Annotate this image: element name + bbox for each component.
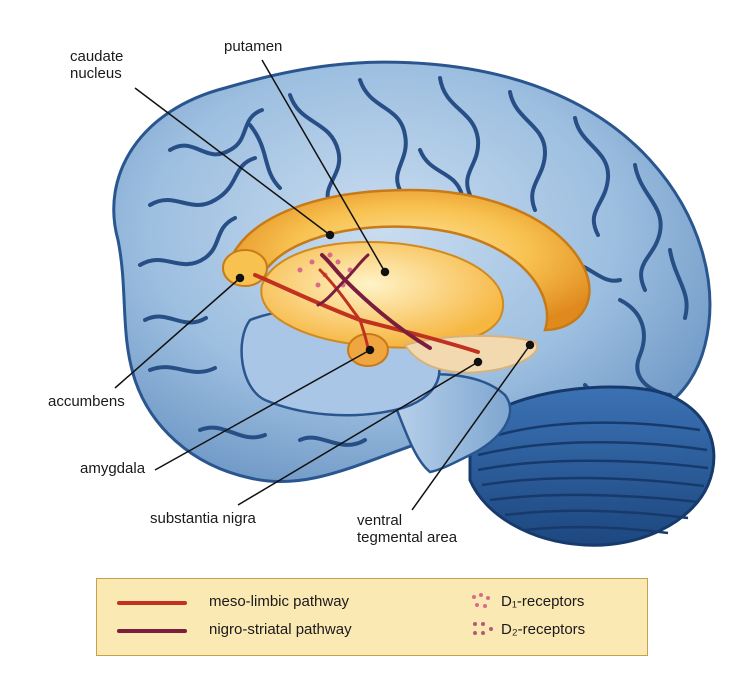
legend-d2-label: D₂-receptors xyxy=(501,621,585,638)
d2-receptor-icon xyxy=(469,619,495,639)
legend-mesolimbic-swatch xyxy=(117,601,187,605)
label-substantia-nigra: substantia nigra xyxy=(150,510,256,527)
label-ventral-tegmental-area: ventral tegmental area xyxy=(357,512,457,546)
accumbens-shape xyxy=(223,250,267,286)
d1-receptor-icon xyxy=(469,591,495,611)
label-putamen: putamen xyxy=(224,38,282,55)
legend-nigrostriatal-swatch xyxy=(117,629,187,633)
label-amygdala: amygdala xyxy=(80,460,145,477)
legend-d1-label: D₁-receptors xyxy=(501,593,584,610)
legend: meso-limbic pathway nigro-striatal pathw… xyxy=(96,578,648,656)
label-accumbens: accumbens xyxy=(48,393,125,410)
legend-mesolimbic-label: meso-limbic pathway xyxy=(209,593,349,610)
legend-nigrostriatal-label: nigro-striatal pathway xyxy=(209,621,352,638)
label-caudate-nucleus: caudate nucleus xyxy=(70,48,123,82)
